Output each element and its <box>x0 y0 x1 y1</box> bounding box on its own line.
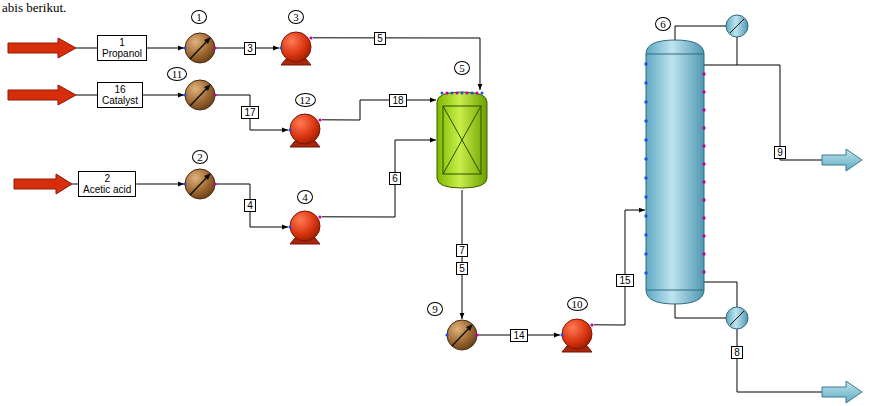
callout-number: 6 <box>655 17 671 31</box>
pump-symbol <box>288 113 322 147</box>
pump-symbol <box>279 31 313 65</box>
stream-name: Propanol <box>102 48 142 59</box>
callout-number: 10 <box>567 297 588 311</box>
pump-symbol <box>560 318 594 352</box>
callout-number: 2 <box>192 150 208 164</box>
stream-number: 18 <box>389 94 406 107</box>
stream-number: 8 <box>731 346 743 359</box>
stream-number: 14 <box>510 329 527 342</box>
feed-stream-box: 16Catalyst <box>97 82 143 108</box>
hx-symbol <box>184 79 216 111</box>
stream-line <box>322 140 436 217</box>
stream-number: 6 <box>389 172 401 185</box>
reactor-unit: 5 <box>436 90 488 190</box>
stream-name: Catalyst <box>102 95 138 106</box>
stream-name: Acetic acid <box>83 184 131 195</box>
callout-number: 4 <box>297 190 313 204</box>
stream-number: 5 <box>456 262 468 275</box>
stream-number: 1 <box>102 37 142 48</box>
stream-line <box>136 184 184 185</box>
stream-number: 2 <box>83 173 131 184</box>
stream-line <box>143 95 184 96</box>
callout-number: 9 <box>427 302 443 316</box>
stream-number: 9 <box>774 146 786 159</box>
pump-unit: 12 <box>288 113 322 147</box>
callout-number: 5 <box>454 61 470 75</box>
pump-unit: 4 <box>288 210 322 244</box>
feed-stream-box: 1Propanol <box>97 35 147 61</box>
hx-unit: 2 <box>184 168 216 200</box>
callout-number: 12 <box>295 93 316 107</box>
stream-number: 16 <box>102 84 138 95</box>
hx-unit: 11 <box>184 79 216 111</box>
pump-unit: 10 <box>560 318 594 352</box>
stream-number: 15 <box>616 274 633 287</box>
hx-symbol <box>184 168 216 200</box>
note-text: abis berikut. <box>2 0 66 16</box>
reactor-symbol <box>436 90 488 190</box>
hx-unit: 9 <box>446 319 478 351</box>
stream-line <box>216 95 288 130</box>
pump-symbol <box>288 210 322 244</box>
stream-number: 4 <box>244 199 256 212</box>
callout-number: 3 <box>288 10 304 24</box>
hx-unit: 1 <box>184 32 216 64</box>
stream-line <box>313 38 480 90</box>
stream-number: 5 <box>374 32 386 45</box>
stream-number: 3 <box>244 42 256 55</box>
callout-number: 1 <box>191 10 207 24</box>
feed-stream-box: 2Acetic acid <box>78 171 136 197</box>
callout-number: 11 <box>167 67 188 81</box>
pump-unit: 3 <box>279 31 313 65</box>
column-unit: 6 <box>645 12 755 332</box>
column-symbol <box>645 12 755 332</box>
stream-number: 17 <box>241 106 258 119</box>
stream-line <box>147 48 184 49</box>
hx-symbol <box>446 319 478 351</box>
stream-line <box>322 100 436 120</box>
hx-symbol <box>184 32 216 64</box>
stream-line <box>594 210 645 325</box>
stream-line <box>216 184 288 227</box>
stream-number: 7 <box>456 244 468 257</box>
